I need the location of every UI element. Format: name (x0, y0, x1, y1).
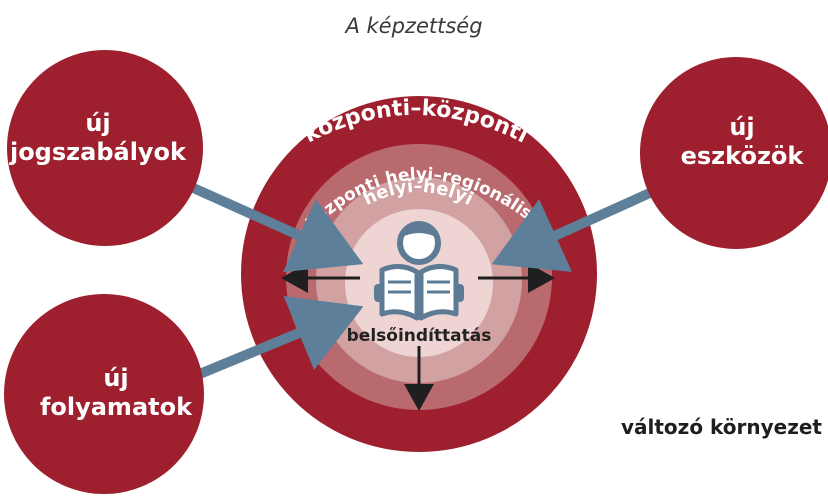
arrow-eszkozok (491, 187, 655, 272)
node-eszkozok-line2: eszközök (681, 142, 805, 170)
arrow-folyamatok (188, 296, 364, 383)
node-folyamatok (4, 294, 204, 494)
node-folyamatok-line2: folyamatok (40, 393, 193, 421)
node-eszkozok (640, 57, 828, 249)
node-eszkozok-line1: új (729, 113, 754, 141)
node-jogszabalyok-line1: új (85, 109, 110, 137)
person-reading-icon (374, 221, 464, 321)
arrow-jogszabalyok (177, 177, 364, 273)
diagram-title: A képzettség (345, 14, 483, 38)
center-label: belsőindíttatás (347, 326, 492, 346)
node-folyamatok-line1: új (103, 364, 128, 392)
environment-label: változó környezet (620, 415, 822, 439)
node-jogszabalyok (7, 50, 203, 246)
node-jogszabalyok-line2: jogszabályok (9, 138, 187, 166)
